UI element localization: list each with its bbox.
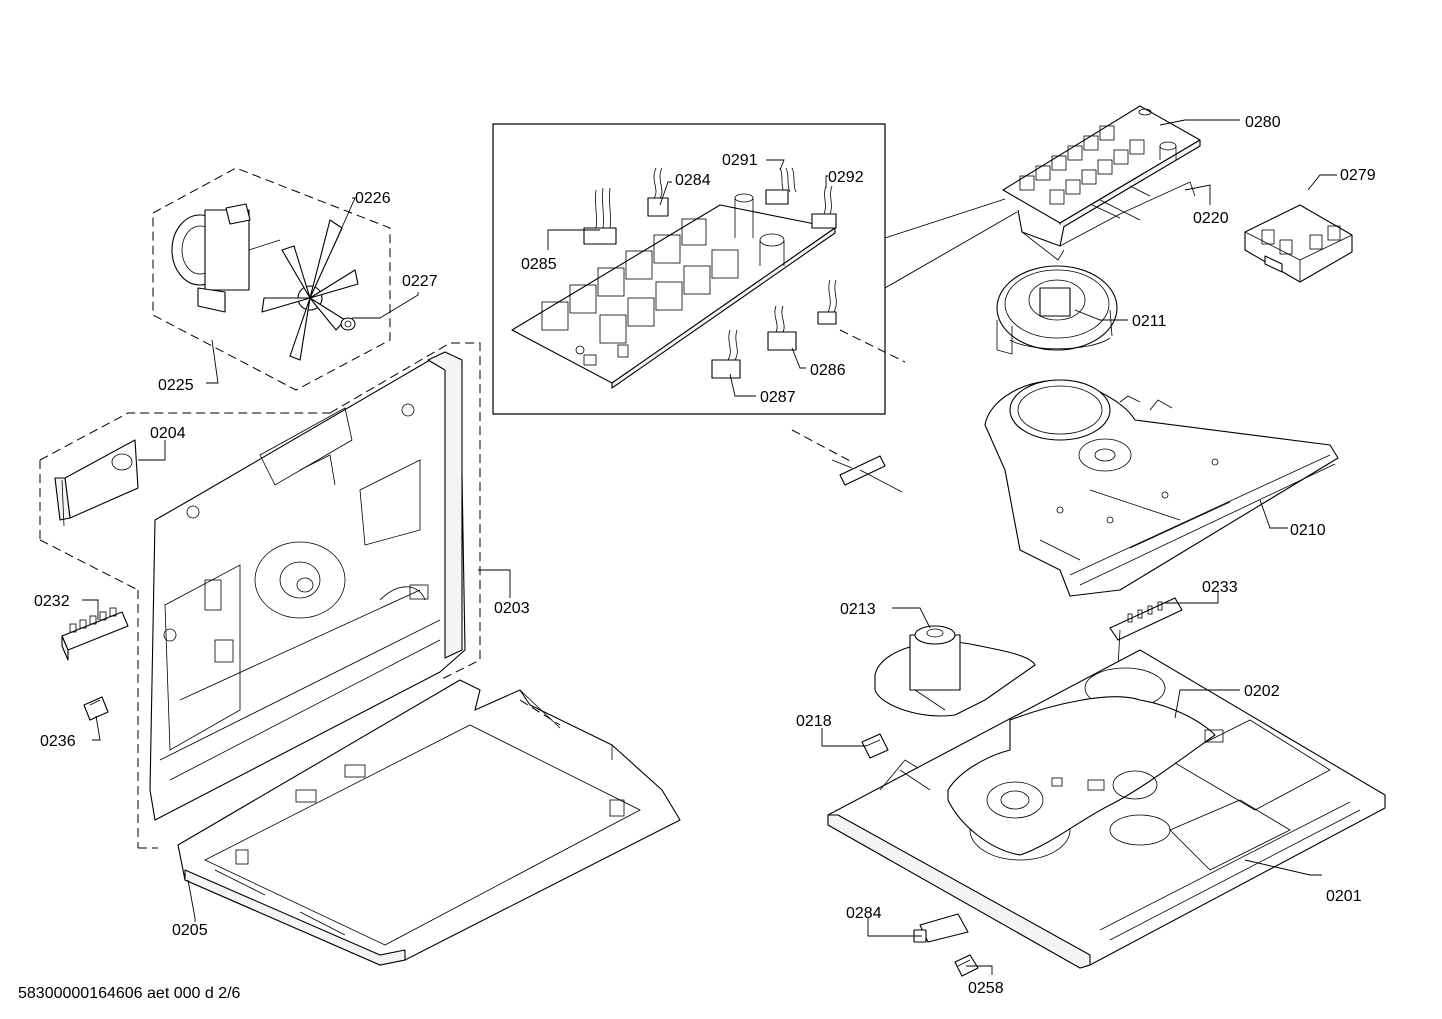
base-plate [827, 649, 1386, 969]
label-0287: 0287 [760, 389, 796, 406]
bracket-0204-outline [39, 412, 330, 849]
label-0225: 0225 [158, 377, 194, 394]
label-0205: 0205 [172, 922, 208, 939]
clip-0258 [954, 954, 979, 977]
fan-nut [340, 317, 356, 331]
convection-fan-motor [171, 203, 281, 313]
connector-0287-detail [711, 329, 741, 379]
document-id: 58300000164606 aet 000 d 2/6 [18, 985, 241, 1002]
label-0210: 0210 [1290, 522, 1326, 539]
bracket-0204 [54, 439, 139, 527]
label-0258: 0258 [968, 980, 1004, 997]
board-bracket [1017, 181, 1196, 261]
clip-0236 [83, 696, 109, 721]
wire-plug-detail [817, 279, 837, 325]
label-0236: 0236 [40, 733, 76, 750]
label-0232: 0232 [34, 593, 70, 610]
fan-motor-group-outline [152, 167, 391, 391]
label-0201: 0201 [1326, 888, 1362, 905]
label-0218: 0218 [796, 713, 832, 730]
connector-0292-detail [811, 185, 837, 229]
control-board-detail [511, 193, 836, 389]
fan-housing-plate [984, 379, 1339, 597]
part-labels: 0280 0279 0220 0291 0284 0292 0285 0286 … [34, 114, 1376, 997]
label-0233: 0233 [1202, 579, 1238, 596]
label-0284-bottom: 0284 [846, 905, 882, 922]
cooling-fan-wheel [996, 265, 1118, 355]
connector-0284-detail [647, 167, 669, 217]
connector-0285-detail [583, 187, 617, 245]
temperature-sensor [831, 455, 903, 493]
label-0204: 0204 [150, 425, 186, 442]
cover-part-0279 [1244, 204, 1353, 283]
leader-lines [82, 119, 1337, 975]
label-0203: 0203 [494, 600, 530, 617]
connector-0286-detail [767, 305, 797, 351]
label-0285: 0285 [521, 256, 557, 273]
label-0220: 0220 [1193, 210, 1229, 227]
connector-rail [1109, 597, 1183, 669]
pcb-detail-inset [492, 123, 1018, 415]
control-board [1002, 105, 1201, 230]
rear-panel [149, 351, 466, 821]
label-0286: 0286 [810, 362, 846, 379]
fan-impeller [261, 219, 359, 361]
blower-motor [874, 625, 1036, 717]
label-0213: 0213 [840, 601, 876, 618]
label-0280: 0280 [1245, 114, 1281, 131]
rear-panel-outline [329, 342, 481, 681]
small-bracket-0284 [913, 913, 969, 943]
bottom-tray [177, 679, 681, 966]
sensor-dash-link [791, 329, 906, 463]
label-0211: 0211 [1132, 313, 1167, 330]
label-0227: 0227 [402, 273, 438, 290]
label-0291: 0291 [722, 152, 758, 169]
small-switch-0218 [861, 733, 889, 759]
label-0284-top: 0284 [675, 172, 711, 189]
connector-0291-detail [765, 167, 797, 205]
insulation-sheet [947, 696, 1224, 856]
terminal-block [61, 607, 129, 661]
label-0202: 0202 [1244, 683, 1280, 700]
label-0279: 0279 [1340, 167, 1376, 184]
label-0226: 0226 [355, 190, 391, 207]
label-0292: 0292 [828, 169, 864, 186]
